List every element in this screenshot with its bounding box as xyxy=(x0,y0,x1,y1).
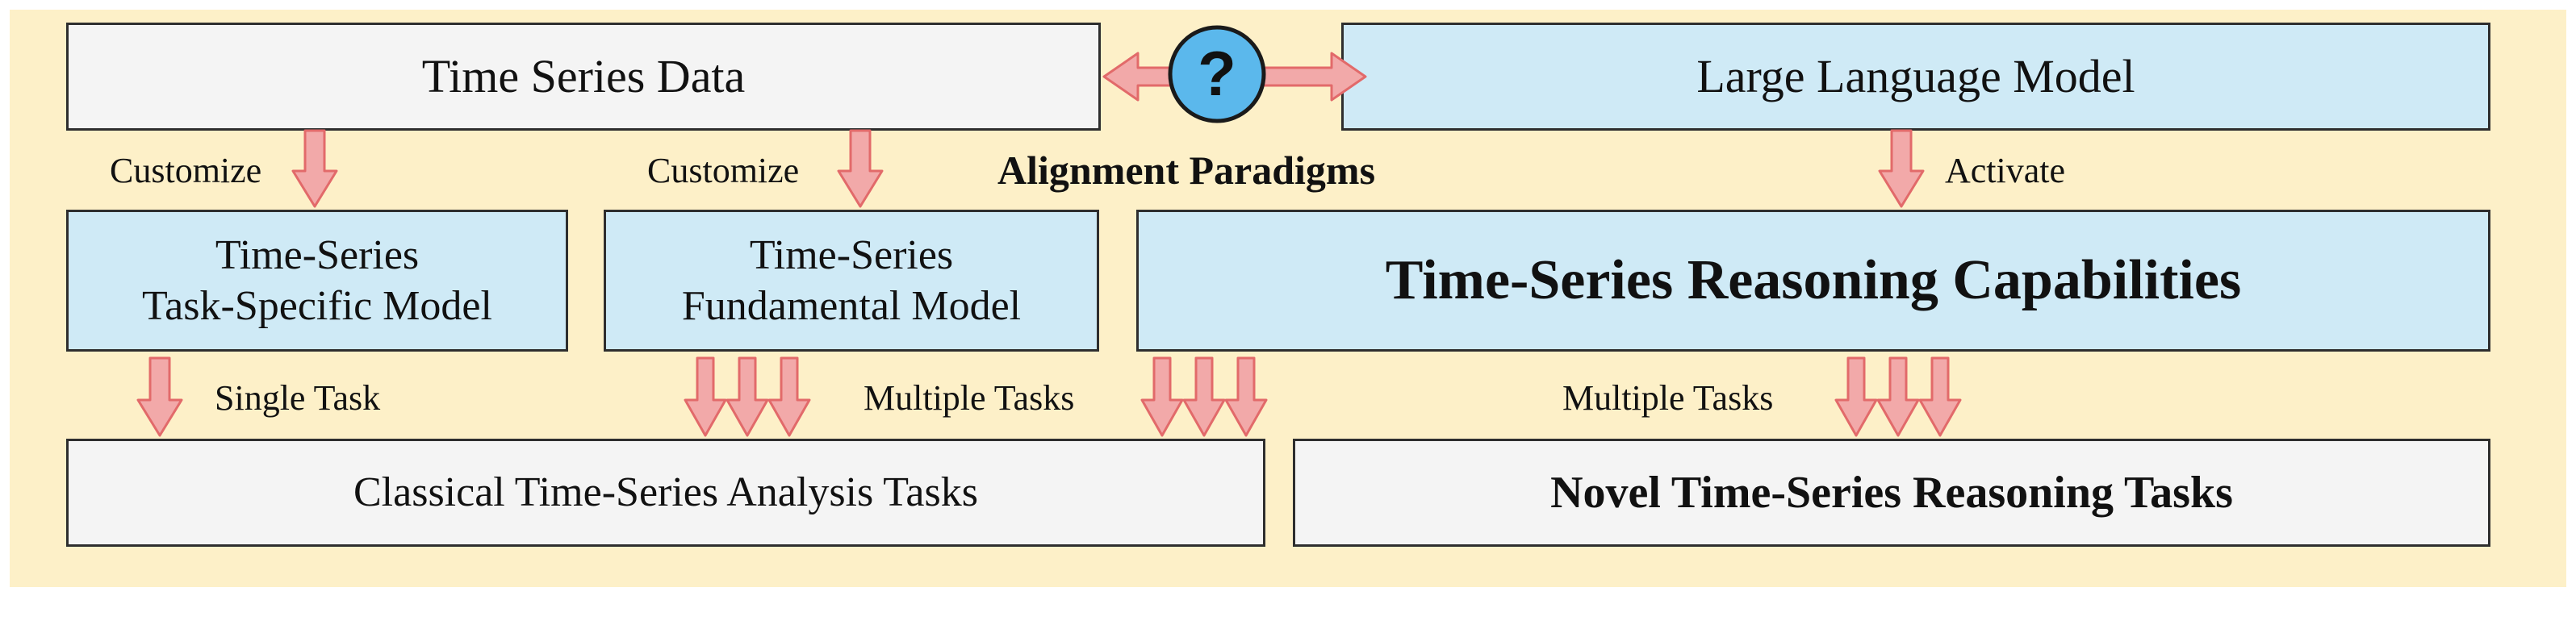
task-specific-model-line1: Time-Series xyxy=(215,231,420,278)
question-symbol: ? xyxy=(1198,38,1236,109)
task-specific-model-box: Time-Series Task-Specific Model xyxy=(66,210,568,352)
novel-tasks-box: Novel Time-Series Reasoning Tasks xyxy=(1293,439,2490,547)
customize-label-mid: Customize xyxy=(647,151,800,190)
single-task-label: Single Task xyxy=(215,378,381,418)
multiple-tasks-label-right: Multiple Tasks xyxy=(1562,378,1774,418)
reasoning-capabilities-label: Time-Series Reasoning Capabilities xyxy=(1385,249,2242,312)
alignment-paradigms-label: Alignment Paradigms xyxy=(997,148,1376,193)
task-specific-model-line2: Task-Specific Model xyxy=(142,283,492,329)
triple-arrow-novel xyxy=(1834,356,1962,437)
time-series-data-box: Time Series Data xyxy=(66,23,1101,131)
fundamental-model-box: Time-Series Fundamental Model xyxy=(604,210,1099,352)
down-arrow-customize-left xyxy=(291,129,338,208)
llm-label: Large Language Model xyxy=(1696,49,2135,102)
classical-tasks-box: Classical Time-Series Analysis Tasks xyxy=(66,439,1265,547)
classical-tasks-label: Classical Time-Series Analysis Tasks xyxy=(353,469,978,516)
reasoning-capabilities-box: Time-Series Reasoning Capabilities xyxy=(1136,210,2490,352)
fundamental-model-line2: Fundamental Model xyxy=(681,283,1022,329)
customize-label-left: Customize xyxy=(110,151,262,190)
down-arrow-single-task xyxy=(136,356,183,437)
triple-arrow-classical xyxy=(1140,356,1268,437)
llm-box: Large Language Model xyxy=(1341,23,2490,131)
novel-tasks-label: Novel Time-Series Reasoning Tasks xyxy=(1550,467,2233,518)
fundamental-model-line1: Time-Series xyxy=(749,231,954,278)
down-arrow-customize-mid xyxy=(837,129,884,208)
down-arrow-activate xyxy=(1878,129,1925,208)
activate-label: Activate xyxy=(1945,151,2066,190)
triple-arrow-fundamental xyxy=(684,356,811,437)
time-series-data-label: Time Series Data xyxy=(421,49,746,102)
multiple-tasks-label-mid: Multiple Tasks xyxy=(864,378,1075,418)
question-icon: ? xyxy=(1168,25,1266,123)
